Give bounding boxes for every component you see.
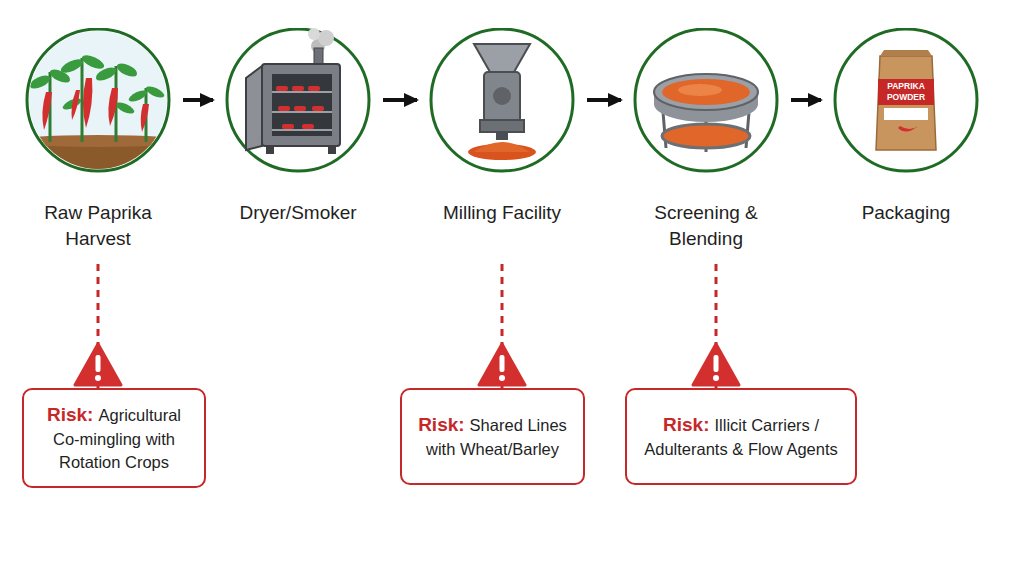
circle-outline	[213, 28, 383, 174]
pepper-plants-illustration	[8, 25, 188, 180]
risk-leader-line	[501, 264, 504, 388]
dryer-oven-illustration	[246, 28, 340, 154]
warning-icon	[75, 344, 121, 385]
risk-text: Risk:Illicit Carriers / Adulterants & Fl…	[635, 412, 847, 462]
risk-heading: Risk:	[47, 404, 93, 425]
mill-machine-illustration	[468, 44, 536, 160]
stage-name: Packaging	[862, 202, 951, 223]
stage-name: Dryer/Smoker	[239, 202, 356, 223]
stage-label: Milling Facility	[417, 200, 587, 226]
risk-leader-line	[97, 264, 100, 388]
risk-heading: Risk:	[418, 414, 464, 435]
risk-callout-box: Risk:Agricultural Co-mingling with Rotat…	[22, 388, 206, 488]
process-stage-circle: Dryer/Smoker	[213, 28, 383, 264]
circle-outline	[27, 29, 169, 171]
spice-bag-illustration	[876, 50, 936, 150]
sieve-illustration	[654, 74, 758, 152]
circle-outline	[227, 29, 369, 171]
risk-callout-box: Risk:Illicit Carriers / Adulterants & Fl…	[625, 388, 857, 485]
stage-label: Packaging	[821, 200, 991, 226]
stage-name: Milling Facility	[443, 202, 561, 223]
risk-heading: Risk:	[663, 414, 709, 435]
warning-icon	[693, 344, 739, 385]
stage-name: Raw Paprika Harvest	[44, 202, 152, 249]
warning-icon	[479, 344, 525, 385]
stage-label: Dryer/Smoker	[213, 200, 383, 226]
process-stage-circle: Milling Facility	[417, 28, 587, 264]
circle-outline	[417, 28, 587, 174]
circle-outline	[835, 29, 977, 171]
flow-arrow	[587, 98, 621, 102]
circle-outline	[13, 28, 183, 174]
risk-text: Risk:Shared Lines with Wheat/Barley	[410, 412, 575, 462]
risk-leader-line	[715, 264, 718, 388]
stage-name: Screening & Blending	[654, 202, 758, 249]
stage-label: Screening & Blending	[621, 200, 791, 252]
risk-callout-box: Risk:Shared Lines with Wheat/Barley	[400, 388, 585, 485]
flow-arrow	[383, 98, 417, 102]
circle-outline	[431, 29, 573, 171]
circle-outline	[821, 28, 991, 174]
flow-arrow	[183, 98, 213, 102]
risk-text: Risk:Agricultural Co-mingling with Rotat…	[32, 402, 196, 475]
process-stage-circle: Raw Paprika Harvest	[13, 28, 183, 264]
process-stage-circle: Screening & Blending	[621, 28, 791, 264]
flow-arrow	[791, 98, 821, 102]
process-stage-circle: Packaging	[821, 28, 991, 264]
circle-outline	[621, 28, 791, 174]
circle-outline	[635, 29, 777, 171]
stage-label: Raw Paprika Harvest	[13, 200, 183, 252]
